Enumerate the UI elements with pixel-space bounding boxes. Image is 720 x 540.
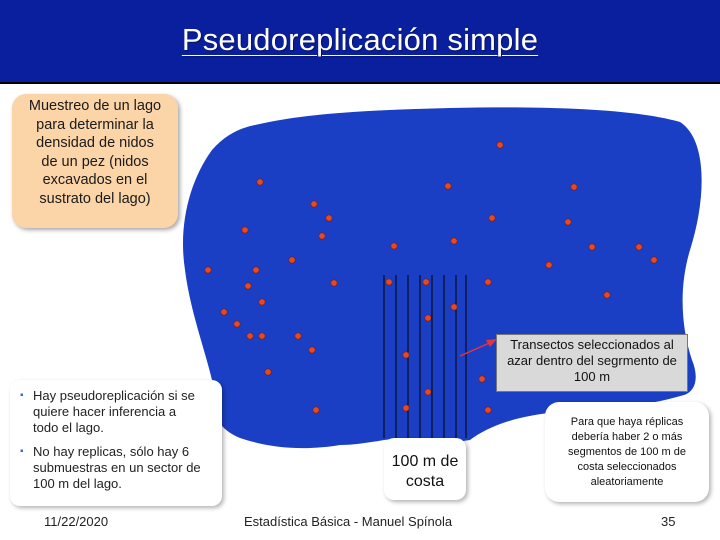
nest-dot-icon [424, 388, 432, 396]
nest-dot-icon [325, 214, 333, 222]
nest-dot-icon [496, 141, 504, 149]
replicas-box-line: costa seleccionados [577, 461, 677, 473]
nest-dot-icon [603, 291, 611, 299]
lake-box-line: para determinar la [36, 116, 154, 133]
replicas-box-line: segmentos de 100 m de [567, 446, 687, 458]
nest-dot-icon [312, 406, 320, 414]
bullet-list: ▪ Hay pseudoreplicación si se quiere hac… [10, 380, 222, 506]
lake-description-box: Muestreo de un lago para determinar la d… [12, 94, 178, 228]
shore-box-line: 100 m de [391, 453, 459, 470]
nest-dot-icon [252, 266, 260, 274]
nest-dot-icon [635, 243, 643, 251]
nest-dot-icon [450, 303, 458, 311]
nest-dot-icon [294, 332, 302, 340]
bullet-line: Hay pseudoreplicación si se [33, 388, 195, 403]
slide-title: Pseudoreplicación simple [181, 22, 539, 57]
nest-dot-icon [288, 256, 296, 264]
nest-dot-icon [650, 256, 658, 264]
nest-dot-icon [318, 232, 326, 240]
shore-box-line: costa [405, 473, 445, 490]
lake-box-line: de un pez (nidos [41, 153, 149, 170]
nest-dot-icon [258, 332, 266, 340]
nest-dot-icon [264, 368, 272, 376]
nest-dot-icon [241, 226, 249, 234]
nest-dot-icon [220, 308, 228, 316]
nest-dot-icon [588, 243, 596, 251]
lake-shape [183, 107, 702, 449]
nest-dot-icon [390, 242, 398, 250]
transect-box-line: azar dentro del segrmento de [507, 353, 677, 368]
bullet-line: No hay replicas, sólo hay 6 [33, 444, 190, 459]
footer-author: Estadística Básica - Manuel Spínola [244, 514, 453, 529]
nest-dot-icon [450, 237, 458, 245]
nest-dot-icon [308, 346, 316, 354]
lake-box-line: Muestreo de un lago [28, 98, 162, 114]
nest-dot-icon [204, 266, 212, 274]
title-bar: Pseudoreplicación simple [0, 0, 720, 84]
nest-dot-icon [424, 314, 432, 322]
bullet-icon: ▪ [20, 446, 24, 457]
nest-dot-icon [402, 351, 410, 359]
bullet-icon: ▪ [20, 390, 24, 401]
transect-lines [383, 275, 467, 438]
footer-date: 11/22/2020 [44, 514, 109, 529]
nest-dot-icon [256, 178, 264, 186]
bullet-line: 100 m del lago. [33, 476, 122, 491]
bullet-line: submuestras en un sector de [33, 460, 201, 475]
transect-box-line: Transectos seleccionados al [510, 337, 674, 352]
nest-dot-icon [244, 282, 252, 290]
lake-box-line: sustrato del lago) [39, 190, 151, 207]
nests [204, 141, 658, 414]
nest-dot-icon [422, 278, 430, 286]
replicas-note-box: Para que haya réplicas debería haber 2 o… [545, 402, 709, 502]
nest-dot-icon [385, 278, 393, 286]
arrow-icon [459, 339, 497, 357]
nest-dot-icon [402, 404, 410, 412]
replicas-box-line: aleatoriamente [590, 476, 664, 488]
nest-dot-icon [484, 278, 492, 286]
nest-dot-icon [484, 406, 492, 414]
nest-dot-icon [330, 279, 338, 287]
nest-dot-icon [258, 298, 266, 306]
bullet-item: ▪ Hay pseudoreplicación si se quiere hac… [20, 388, 216, 436]
nest-dot-icon [570, 183, 578, 191]
nest-dot-icon [246, 332, 254, 340]
bullet-line: todo el lago. [33, 420, 104, 435]
replicas-box-line: Para que haya réplicas [570, 416, 684, 428]
nest-dot-icon [310, 200, 318, 208]
nest-dot-icon [444, 182, 452, 190]
nest-dot-icon [564, 218, 572, 226]
transect-box-line: 100 m [573, 369, 611, 384]
shore-label-box: 100 m de costa [384, 438, 466, 500]
nest-dot-icon [545, 261, 553, 269]
bullet-line: quiere hacer inferencia a [33, 404, 177, 419]
nest-dot-icon [488, 214, 496, 222]
lake-box-line: densidad de nidos [36, 135, 154, 151]
replicas-box-line: debería haber 2 o más [571, 431, 683, 443]
lake-box-line: excavados en el [42, 172, 148, 188]
nest-dot-icon [478, 375, 486, 383]
bullet-item: ▪ No hay replicas, sólo hay 6 submuestra… [20, 444, 216, 492]
nest-dot-icon [233, 320, 241, 328]
footer-page-number: 35 [661, 514, 676, 529]
transects-note-box: Transectos seleccionados al azar dentro … [496, 334, 688, 392]
